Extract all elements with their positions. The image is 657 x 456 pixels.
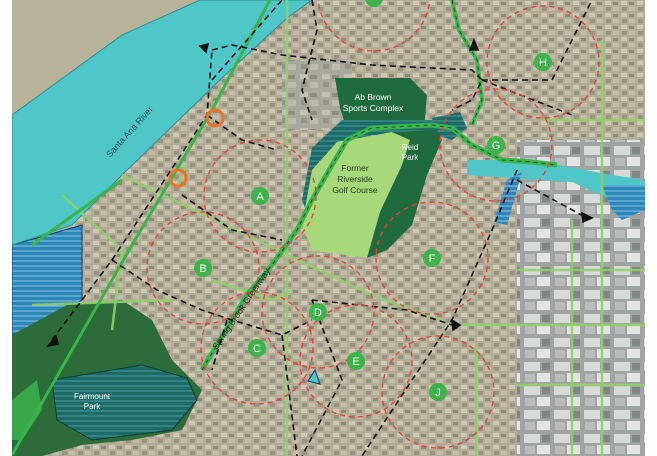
zone-markers: A B C D E [194,0,552,401]
river-access-marker-south[interactable] [168,168,188,188]
zone-marker-d[interactable]: D [309,303,327,321]
golf-course-label-line3: Golf Course [332,185,378,195]
zone-g-label: G [492,140,501,152]
map-canvas[interactable]: A B C D E [12,0,645,456]
zone-e-label: E [352,356,359,368]
zone-marker-b[interactable]: B [194,259,212,277]
fairmount-lake [51,364,198,441]
service-area-circles [146,0,600,449]
water-feature-icon [307,368,321,385]
zone-c-label: C [253,343,261,355]
zone-marker-h[interactable]: H [534,53,552,71]
fairmount-park-label-line1: Fairmount [74,392,111,401]
zone-b-label: B [199,263,206,275]
ab-brown-label-line2: Sports Complex [343,103,404,113]
zone-marker-j[interactable]: J [429,383,447,401]
golf-course-label-line1: Former [341,163,369,173]
zone-f-label: F [429,253,436,265]
zone-marker-f[interactable]: F [423,249,441,267]
zone-marker-e[interactable]: E [347,352,365,370]
zone-marker-c[interactable]: C [248,339,266,357]
trail-direction-arrows [46,37,594,348]
ab-brown-label-line1: Ab Brown [355,92,392,102]
drainage-hatch-east [494,172,522,225]
river-trail-south [12,0,272,456]
zone-d-label: D [314,307,322,319]
river-trail-spur [31,178,123,247]
zone-h-label: H [539,57,547,69]
creek-hatch-east [602,185,645,220]
creek-channel-east [467,160,645,205]
reid-park-label-line2: Park [402,153,419,162]
river-access-marker-north[interactable] [205,108,225,128]
reid-park-label-line1: Reid [402,143,418,152]
zone-marker-partial-top [365,0,383,7]
zone-a-label: A [256,191,264,203]
former-golf-course [302,132,410,258]
map-svg: A B C D E [12,0,645,456]
golf-course-label-line2: Riverside [337,174,373,184]
zone-j-label: J [435,387,441,399]
zone-marker-g[interactable]: G [487,136,505,154]
ab-brown-sports-complex [335,78,427,130]
spring-brook-greenway[interactable] [199,0,558,372]
park-green-southwest [12,380,42,440]
zone-marker-a[interactable]: A [251,187,269,205]
fairmount-park-label-line2: Park [84,402,101,411]
